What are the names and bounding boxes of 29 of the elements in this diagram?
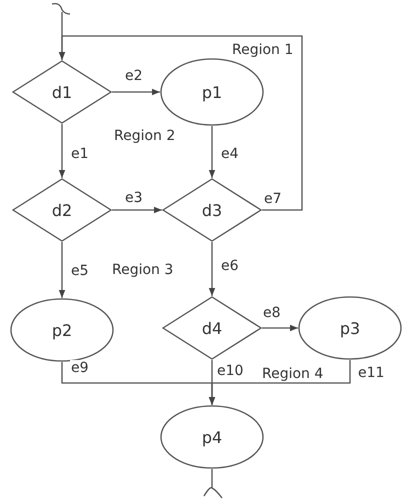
arrow bbox=[208, 126, 216, 178]
node-label: p2 bbox=[52, 320, 72, 340]
arrow bbox=[112, 88, 160, 96]
arrow bbox=[58, 242, 66, 298]
region-label: Region 2 bbox=[114, 128, 176, 144]
arrow bbox=[208, 242, 216, 296]
node-label: d3 bbox=[202, 200, 222, 220]
region-label: Region 1 bbox=[232, 42, 294, 58]
arrow bbox=[58, 35, 303, 211]
decision-diamond bbox=[162, 296, 262, 360]
decision-diamond bbox=[12, 60, 112, 124]
node-label: d2 bbox=[52, 200, 72, 220]
decision-diamond bbox=[162, 178, 262, 242]
decision-diamond bbox=[12, 178, 112, 242]
region-label: Region 4 bbox=[262, 366, 324, 382]
node-label: p1 bbox=[202, 82, 222, 102]
process-ellipse bbox=[160, 405, 264, 469]
arrow bbox=[112, 206, 162, 214]
region-label: Region 3 bbox=[112, 262, 174, 278]
arrow bbox=[262, 324, 298, 332]
process-ellipse bbox=[298, 296, 402, 360]
node-label: p3 bbox=[340, 318, 360, 338]
node-label: p4 bbox=[202, 428, 222, 446]
arrow bbox=[58, 124, 66, 178]
node-label: d1 bbox=[52, 82, 72, 102]
arrow bbox=[208, 360, 351, 405]
process-ellipse bbox=[160, 58, 264, 126]
node-label: d4 bbox=[202, 318, 222, 338]
process-ellipse bbox=[10, 298, 114, 362]
